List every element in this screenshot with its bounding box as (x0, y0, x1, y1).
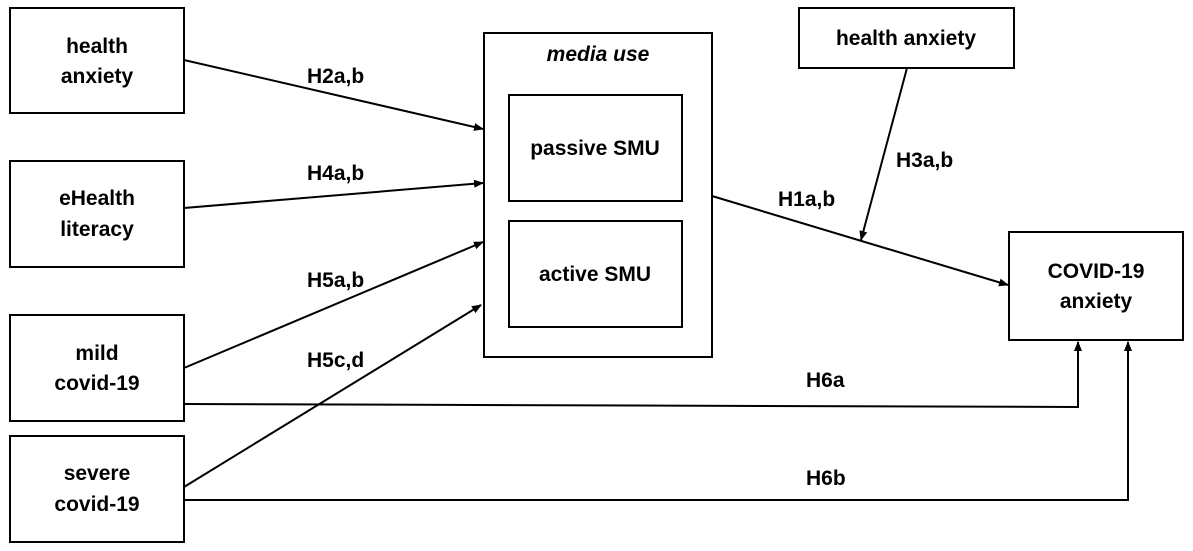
node-mild-covid: mild covid-19 (9, 314, 185, 422)
edge-h5cd (183, 304, 482, 488)
node-label-line: covid-19 (54, 372, 139, 395)
edge-label-h5cd: H5c,d (307, 349, 364, 372)
edge-label-h2: H2a,b (307, 65, 364, 88)
edge-label-h6a: H6a (806, 369, 845, 392)
node-severe-covid: severe covid-19 (9, 435, 185, 543)
node-active-smu: active SMU (508, 220, 683, 328)
node-label-line: anxiety (61, 65, 134, 88)
node-health-anxiety-left: health anxiety (9, 7, 185, 114)
node-label-line: covid-19 (54, 493, 139, 516)
node-label-line: eHealth (59, 187, 135, 210)
node-label-line: health (66, 35, 128, 58)
edge-h1 (711, 195, 1009, 287)
edge-h4 (183, 179, 484, 209)
edge-label-h5ab: H5a,b (307, 269, 364, 292)
node-label-line: mild (75, 342, 118, 365)
edge-h5ab (183, 241, 484, 369)
edge-label-h3: H3a,b (896, 149, 953, 172)
node-covid-anxiety: COVID-19 anxiety (1008, 231, 1184, 341)
node-label-line: literacy (60, 218, 134, 241)
edge-h2 (183, 59, 484, 131)
node-label-line: severe (64, 462, 131, 485)
edge-h6b (184, 341, 1132, 501)
node-label-line: COVID-19 (1048, 260, 1145, 283)
edge-label-h6b: H6b (806, 467, 846, 490)
active-smu-label: active SMU (539, 263, 651, 286)
node-label-line: anxiety (1060, 290, 1133, 313)
edge-h3 (859, 67, 908, 241)
edge-label-h4: H4a,b (307, 162, 364, 185)
node-passive-smu: passive SMU (508, 94, 683, 202)
edge-h6a (183, 341, 1082, 409)
edge-label-h1: H1a,b (778, 188, 835, 211)
health-anxiety-top-label: health anxiety (836, 27, 976, 50)
media-use-title: media use (547, 43, 650, 66)
node-health-anxiety-top: health anxiety (798, 7, 1015, 69)
passive-smu-label: passive SMU (530, 137, 660, 160)
node-ehealth-literacy: eHealth literacy (9, 160, 185, 268)
